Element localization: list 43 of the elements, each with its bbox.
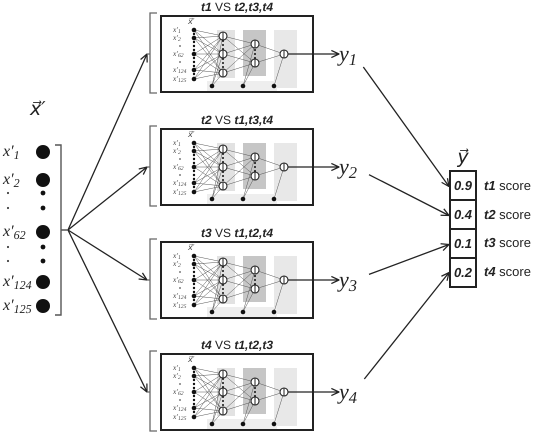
output-symbol: y$_{3}$ [339, 267, 369, 293]
arrow [68, 229, 148, 281]
score-label: t1 score [484, 177, 531, 195]
vector-entry: 0.9 [451, 172, 475, 201]
score-label: t3 score [484, 234, 531, 252]
arrow [368, 243, 450, 275]
vector-label: x⃗′ [188, 130, 195, 139]
input-label: x′$_{125}$ [3, 296, 32, 317]
score-label: t2 score [484, 206, 531, 224]
output-symbol: y$_{4}$ [339, 379, 369, 405]
arrow [364, 272, 450, 380]
input-label: x′$_{124}$ [3, 272, 32, 293]
vector-entry: 0.1 [451, 230, 475, 259]
network-module [147, 338, 314, 432]
arrow [68, 166, 148, 230]
network-title: t3 VS t1,t2,t4 [200, 226, 274, 240]
score-label: t4 score [484, 262, 531, 280]
arrow [67, 230, 148, 393]
arrow [67, 53, 148, 230]
vector-label: x⃗′ [188, 243, 195, 252]
input-label: x′$_{62}$ [3, 222, 26, 243]
arrow [314, 50, 340, 58]
network-title: t2 VS t1,t3,t4 [200, 113, 274, 127]
network-module [147, 226, 314, 320]
vector-entry: 0.4 [451, 201, 475, 230]
vector-label: x⃗′ [188, 17, 195, 26]
vector-label: x⃗′ [30, 97, 46, 122]
input-label: x′$_{1}$ [3, 142, 20, 163]
network-title: t4 VS t1,t2,t3 [200, 338, 274, 352]
network-title: t1 VS t2,t3,t4 [200, 0, 274, 14]
arrow [368, 174, 450, 216]
vector-entry: 0.2 [451, 259, 475, 286]
arrow [314, 276, 340, 284]
network-module [147, 0, 314, 94]
input-label: x′$_{2}$ [3, 170, 20, 191]
arrow [314, 162, 340, 172]
vector-label: y⃗ [457, 145, 469, 169]
vector-label: x⃗′ [188, 355, 195, 364]
output-symbol: y$_{2}$ [339, 154, 369, 180]
network-module [147, 113, 314, 207]
arrow [362, 66, 450, 188]
output-symbol: y$_{1}$ [339, 41, 369, 67]
arrow [314, 388, 340, 396]
